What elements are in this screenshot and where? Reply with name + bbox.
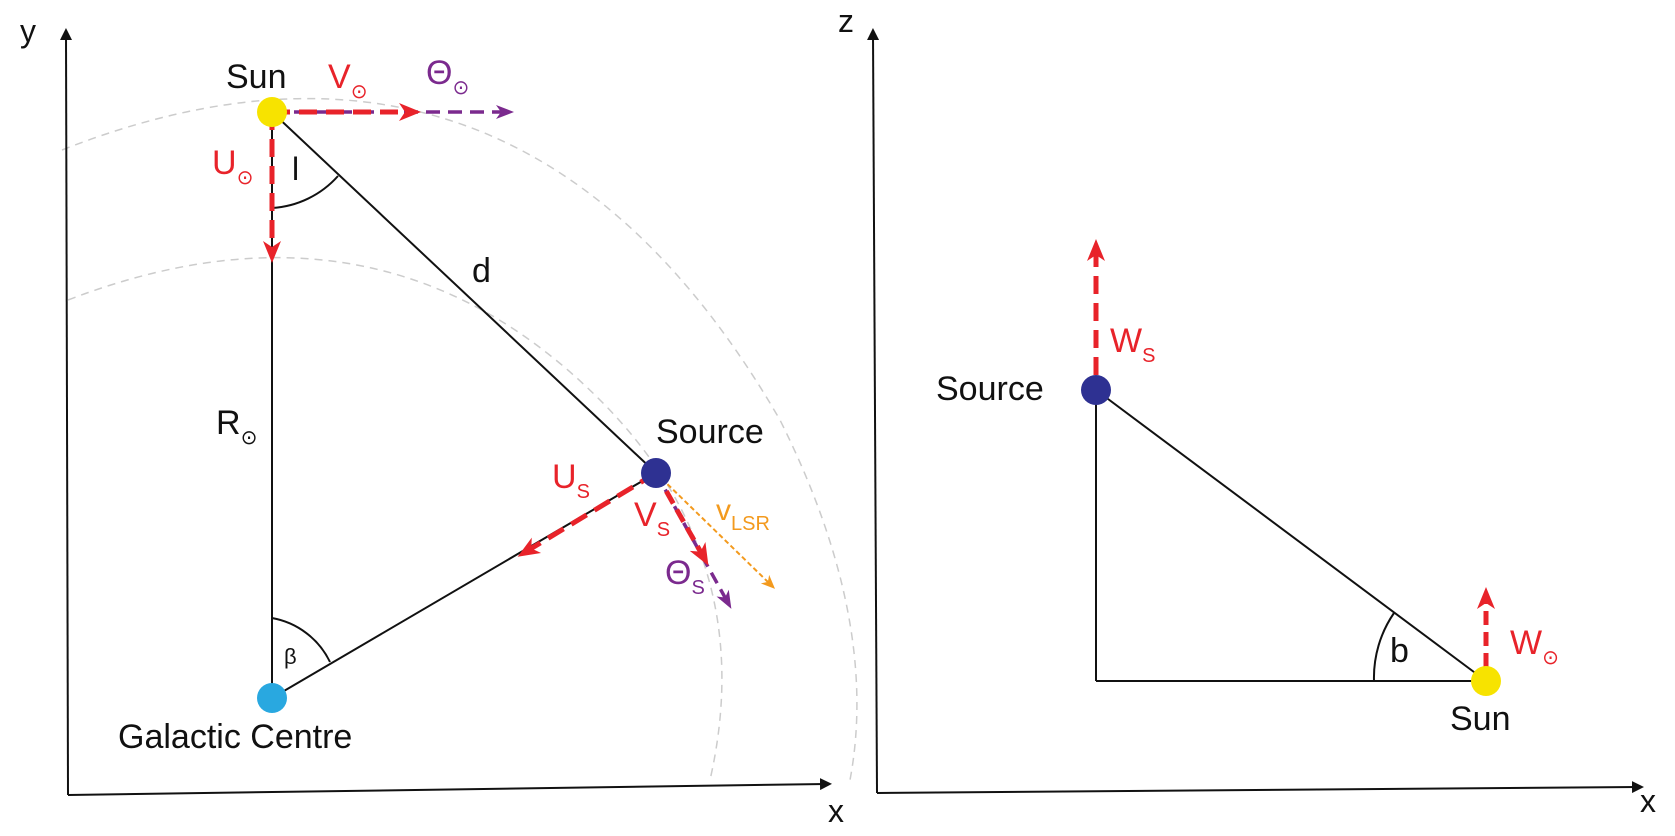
u-sun-main: U [212,144,237,182]
theta-sun-sub: ⊙ [452,77,469,99]
theta-s-label: ΘS [665,554,705,599]
w-sun-sub: ⊙ [1542,647,1559,669]
y-axis [60,28,73,796]
left-panel: y x Sun Source Galactic Centre l d R⊙ β [20,13,858,829]
w-s-sub: S [1142,345,1155,367]
source-label: Source [656,413,764,451]
v-s-sub: S [657,519,670,541]
theta-sun-label: Θ⊙ [426,54,469,99]
z-axis-label: z [838,3,854,39]
source-marker [641,458,671,488]
r-sun-main: R [216,404,241,442]
angle-beta-label: β [284,644,297,669]
x-axis-label-right: x [1640,783,1656,819]
angle-beta-arc [271,617,331,663]
v-s-vector [653,471,709,566]
angle-b-label: b [1390,632,1409,670]
w-sun-main: W [1510,624,1542,662]
sun-label: Sun [226,58,287,96]
source-label-right: Source [936,370,1044,408]
w-s-main: W [1110,322,1142,360]
sun-marker [257,97,287,127]
u-s-label: US [552,458,590,503]
y-axis-label: y [20,13,36,49]
v-lsr-label: vLSR [716,494,770,535]
r-sun-sub: ⊙ [241,427,258,449]
v-lsr-vector [655,472,776,589]
v-s-label: VS [634,496,670,541]
x-axis-right [876,781,1644,794]
galactic-centre-marker [257,683,287,713]
v-sun-sub: ⊙ [351,81,368,103]
angle-l-arc [271,175,339,209]
gc-to-source-line [271,472,657,699]
v-sun-main: V [328,58,351,96]
inner-orbit [67,256,723,781]
galactic-centre-label: Galactic Centre [118,718,352,756]
w-s-label: WS [1110,322,1155,367]
v-lsr-sub: LSR [731,513,770,535]
sun-marker-right [1471,666,1501,696]
u-s-vector [517,470,658,557]
angle-b-arc [1372,612,1395,682]
v-s-main: V [634,496,657,534]
v-sun-label: V⊙ [328,58,367,103]
z-axis [867,28,880,794]
x-axis-label: x [828,793,844,829]
hypotenuse-line [1095,389,1487,682]
u-sun-label: U⊙ [212,144,253,189]
sun-label-right: Sun [1450,700,1511,738]
source-marker-right [1081,375,1111,405]
u-s-sub: S [577,481,590,503]
angle-l-label: l [292,151,299,187]
theta-s-sub: S [691,577,704,599]
right-panel: z x Source Sun b WS W⊙ [838,3,1656,819]
v-lsr-main: v [716,494,731,527]
w-sun-label: W⊙ [1510,624,1559,669]
u-s-main: U [552,458,577,496]
u-sun-sub: ⊙ [237,167,254,189]
theta-s-main: Θ [665,554,691,592]
x-axis [67,778,832,796]
theta-sun-main: Θ [426,54,452,92]
r-sun-label: R⊙ [216,404,257,449]
distance-d-label: d [472,252,491,290]
sun-to-source-line [271,111,657,474]
